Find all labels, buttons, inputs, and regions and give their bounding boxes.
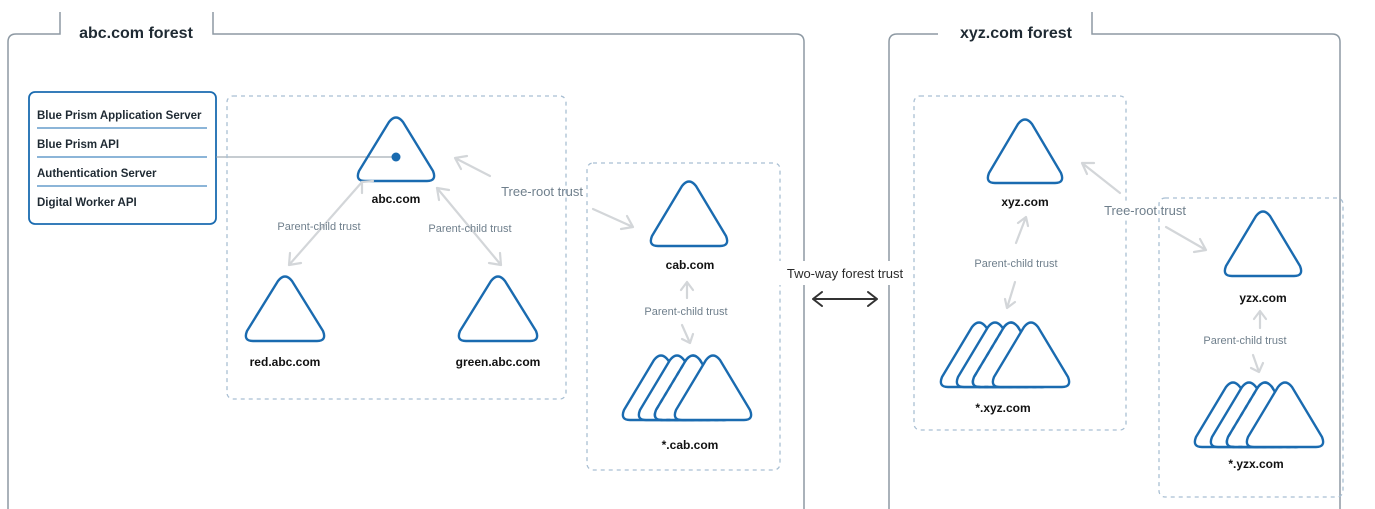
domain-label: *.cab.com — [662, 438, 719, 452]
two-way-label-bg — [779, 261, 911, 285]
parent-child-trust-label: Parent-child trust — [277, 221, 360, 233]
arrow-to-abc-left — [360, 179, 375, 195]
domain-label: *.yzx.com — [1228, 457, 1283, 471]
arrow-to-yzx-wild — [1249, 353, 1265, 374]
domain-triangle-icon — [991, 321, 1071, 389]
abc-forest: abc.com forest — [7, 12, 805, 509]
domain-label: cab.com — [666, 258, 715, 272]
yzx-domain-node: yzx.com — [1223, 210, 1303, 305]
connection-dot-icon — [391, 152, 401, 162]
domain-triangle-icon — [986, 118, 1064, 185]
domain-triangle-icon — [457, 275, 539, 343]
domain-label: xyz.com — [1001, 195, 1048, 209]
xyz-forest: xyz.com forest — [888, 12, 1341, 509]
domain-label: green.abc.com — [456, 355, 541, 369]
arrow-to-xyz-root — [1080, 161, 1122, 195]
domain-triangle-icon — [356, 116, 436, 183]
xyz-forest-border — [888, 12, 1341, 509]
xyz-forest-title: xyz.com forest — [960, 25, 1073, 42]
xyz-wildcard-node: *.xyz.com — [939, 321, 1071, 415]
domain-triangle-icon — [649, 180, 729, 248]
arrow-to-cab-wild — [680, 323, 695, 345]
cab-wildcard-node: *.cab.com — [621, 354, 753, 452]
services-panel: Blue Prism Application Server Blue Prism… — [28, 91, 217, 225]
domain-triangle-icon — [673, 354, 753, 422]
domain-label: abc.com — [372, 192, 421, 206]
domain-triangle-icon — [1223, 210, 1303, 278]
two-way-forest-trust-label: Two-way forest trust — [787, 266, 904, 281]
cab-domain-node: cab.com — [649, 180, 729, 272]
two-way-forest-trust: Two-way forest trust — [779, 261, 911, 307]
service-item: Authentication Server — [37, 168, 157, 180]
domain-triangle-icon — [244, 275, 326, 343]
arrow-to-red — [287, 180, 364, 267]
abc-domain-node: abc.com — [356, 116, 436, 206]
arrow-to-cab — [591, 207, 635, 231]
xyz-domain-node: xyz.com — [986, 118, 1064, 209]
arrow-to-cab-up — [679, 280, 695, 300]
service-item: Blue Prism Application Server — [37, 110, 202, 122]
abc-forest-title: abc.com forest — [79, 25, 193, 42]
xyz-tree-root-arrows — [1080, 161, 1208, 254]
parent-child-trust-label: Parent-child trust — [428, 223, 511, 235]
domain-label: yzx.com — [1239, 291, 1286, 305]
xyz-domain-zone — [913, 95, 1127, 431]
red-domain-node: red.abc.com — [244, 275, 326, 369]
parent-child-trust-label: Parent-child trust — [974, 258, 1057, 270]
domain-label: red.abc.com — [250, 355, 321, 369]
yzx-domain-zone — [1158, 197, 1344, 498]
arrow-to-xyz-wild — [1003, 280, 1017, 310]
parent-child-trust-label: Parent-child trust — [644, 306, 727, 318]
abc-domain-zone — [226, 95, 567, 400]
arrow-to-abc-right — [435, 186, 451, 202]
parent-child-trust-label: Parent-child trust — [1203, 335, 1286, 347]
service-item: Blue Prism API — [37, 139, 119, 151]
two-way-arrow-icon — [812, 291, 878, 307]
arrow-to-xyz-up — [1014, 215, 1030, 245]
abc-forest-border — [7, 12, 805, 509]
arrow-to-green — [435, 186, 503, 267]
abc-tree-root-arrows — [453, 154, 635, 231]
arrow-to-yzx-up — [1252, 309, 1268, 330]
services-box — [28, 91, 217, 225]
abc-parent-child-arrows — [287, 179, 503, 267]
yzx-wildcard-node: *.yzx.com — [1193, 381, 1325, 471]
domain-label: *.xyz.com — [975, 401, 1030, 415]
domain-triangle-icon — [1245, 381, 1325, 449]
cab-domain-zone — [586, 162, 781, 471]
green-domain-node: green.abc.com — [456, 275, 541, 369]
arrow-to-yzx — [1164, 225, 1208, 254]
tree-root-trust-label: Tree-root trust — [1104, 203, 1186, 218]
tree-root-label-bg — [1096, 201, 1194, 219]
tree-root-trust-label: Tree-root trust — [501, 184, 583, 199]
service-item: Digital Worker API — [37, 197, 137, 209]
arrow-to-abc-root — [453, 154, 492, 178]
